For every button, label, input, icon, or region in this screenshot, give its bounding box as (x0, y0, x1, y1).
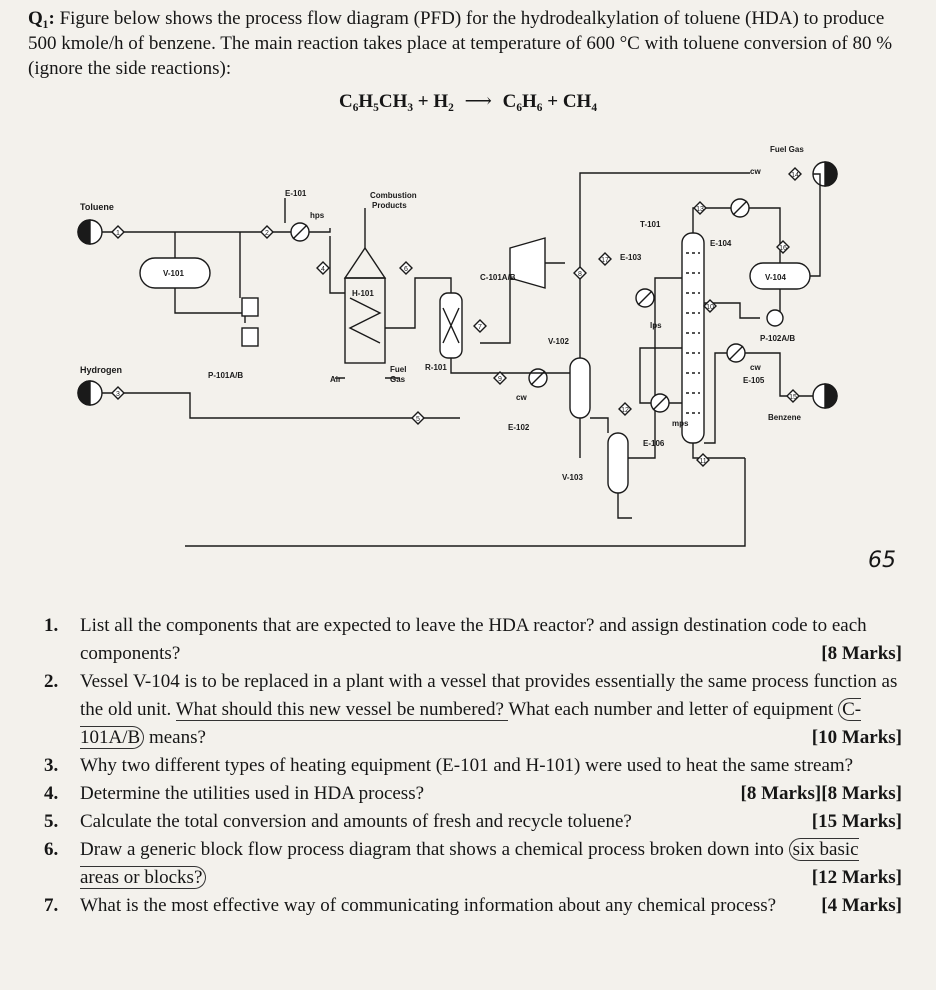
process-flow-diagram: Toluene Hydrogen V-101 P-101A/B E-101 hp… (60, 128, 860, 558)
stream-4: 4 (321, 266, 325, 273)
stream-9: 9 (498, 376, 502, 383)
label-v101: V-101 (163, 269, 184, 278)
label-e103: E-103 (620, 253, 642, 262)
question-text: What is the most effective way of commun… (80, 895, 777, 916)
label-products: Products (372, 201, 407, 210)
label-fuel-gas: Fuel Gas (770, 145, 804, 154)
question-label: Q₁: (28, 8, 55, 29)
stream-7: 7 (478, 324, 482, 331)
stream-3: 3 (116, 391, 120, 398)
question-marks: [8 Marks] (740, 783, 822, 804)
label-v103: V-103 (562, 473, 583, 482)
label-e106: E-106 (643, 439, 665, 448)
question-marks: [4 Marks] (821, 895, 902, 916)
question-4: 4. Determine the utilities used in HDA p… (40, 780, 902, 808)
equation-arrow: ⟶ (464, 91, 492, 112)
question-number: 7. (44, 895, 59, 916)
stream-10: 10 (706, 304, 714, 311)
question-text: Determine the utilities used in HDA proc… (80, 783, 425, 804)
question-text: Draw a generic block flow process diagra… (80, 839, 789, 860)
label-e101: E-101 (285, 189, 307, 198)
stream-16: 16 (779, 245, 787, 252)
question-text: Why two different types of heating equip… (80, 755, 854, 776)
benzene-product-symbol (812, 383, 838, 409)
hydrogen-feed-symbol (77, 380, 103, 406)
question-marks: [15 Marks] (811, 811, 902, 832)
stream-8: 8 (578, 271, 582, 278)
label-hydrogen: Hydrogen (80, 365, 122, 375)
question-number: 4. (44, 783, 59, 804)
stream-13: 13 (696, 206, 704, 213)
page-number: 65 (868, 548, 896, 573)
question-number: 6. (44, 839, 59, 860)
stream-6: 6 (404, 266, 408, 273)
question-marks: [8 Marks] (821, 643, 902, 664)
label-cw-e104: cw (750, 167, 761, 176)
label-combustion: Combustion (370, 191, 417, 200)
question-number: 5. (44, 811, 59, 832)
question-5: 5. Calculate the total conversion and am… (40, 808, 902, 836)
question-text: Calculate the total conversion and amoun… (80, 811, 632, 832)
question-text: Vessel V-104 is to be replaced in a plan… (80, 671, 898, 720)
label-cw-e105: cw (750, 363, 761, 372)
question-number: 1. (44, 615, 59, 636)
label-fuel: Fuel (390, 365, 406, 374)
question-text-circled: C-101A/B (80, 698, 862, 749)
label-p101: P-101A/B (208, 371, 243, 380)
label-air: Air (330, 375, 341, 384)
label-mps: mps (672, 419, 689, 428)
stream-12: 12 (621, 407, 629, 414)
stream-17: 17 (601, 257, 609, 264)
label-lps: lps (650, 321, 662, 330)
label-benzene: Benzene (768, 413, 801, 422)
label-v104: V-104 (765, 273, 786, 282)
intro-text: Figure below shows the process flow diag… (28, 8, 893, 79)
question-marks: [12 Marks] (811, 867, 902, 888)
stream-14: 14 (791, 172, 799, 179)
stream-11: 11 (699, 458, 706, 465)
stream-15: 15 (789, 394, 797, 401)
question-6: 6. Draw a generic block flow process dia… (40, 836, 902, 892)
label-h101: H-101 (352, 289, 374, 298)
stream-2: 2 (265, 230, 269, 237)
label-r101: R-101 (425, 363, 447, 372)
question-text: What each number and letter of equipment (508, 699, 839, 720)
equation-products: C₆H₆ + CH₄ (502, 91, 598, 112)
question-text-underlined: What should this new vessel be numbered? (175, 699, 509, 721)
question-marks: [8 Marks] (821, 783, 902, 804)
question-text-circled: six basic areas or blocks? (80, 838, 859, 889)
question-number: 2. (44, 671, 59, 692)
fuel-gas-product-symbol (812, 161, 838, 187)
label-t101: T-101 (640, 220, 661, 229)
label-v102: V-102 (548, 337, 569, 346)
question-2: 2. Vessel V-104 is to be replaced in a p… (40, 668, 902, 752)
label-gas: Gas (390, 375, 406, 384)
stream-1: 1 (116, 230, 120, 237)
question-number: 3. (44, 755, 59, 776)
toluene-feed-symbol (77, 219, 103, 245)
question-7: 7. What is the most effective way of com… (40, 892, 902, 920)
question-text: means? (144, 727, 206, 748)
label-p102: P-102A/B (760, 334, 795, 343)
label-cw-e102: cw (516, 393, 527, 402)
label-e102: E-102 (508, 423, 530, 432)
reaction-equation: C₆H₅CH₃ + H₂ ⟶ C₆H₆ + CH₄ (0, 90, 936, 113)
question-list: 1. List all the components that are expe… (40, 612, 902, 920)
question-marks: [10 Marks] (811, 727, 902, 748)
equation-reactants: C₆H₅CH₃ + H₂ (338, 91, 454, 112)
question-text: List all the components that are expecte… (80, 615, 867, 664)
label-c101: C-101A/B (480, 273, 516, 282)
label-e105: E-105 (743, 376, 765, 385)
question-3: 3. Why two different types of heating eq… (40, 752, 902, 804)
question-1: 1. List all the components that are expe… (40, 612, 902, 668)
label-hps: hps (310, 211, 325, 220)
stream-5: 5 (416, 416, 420, 423)
label-toluene: Toluene (80, 202, 114, 212)
label-e104: E-104 (710, 239, 732, 248)
question-intro: Q₁: Figure below shows the process flow … (28, 6, 908, 81)
